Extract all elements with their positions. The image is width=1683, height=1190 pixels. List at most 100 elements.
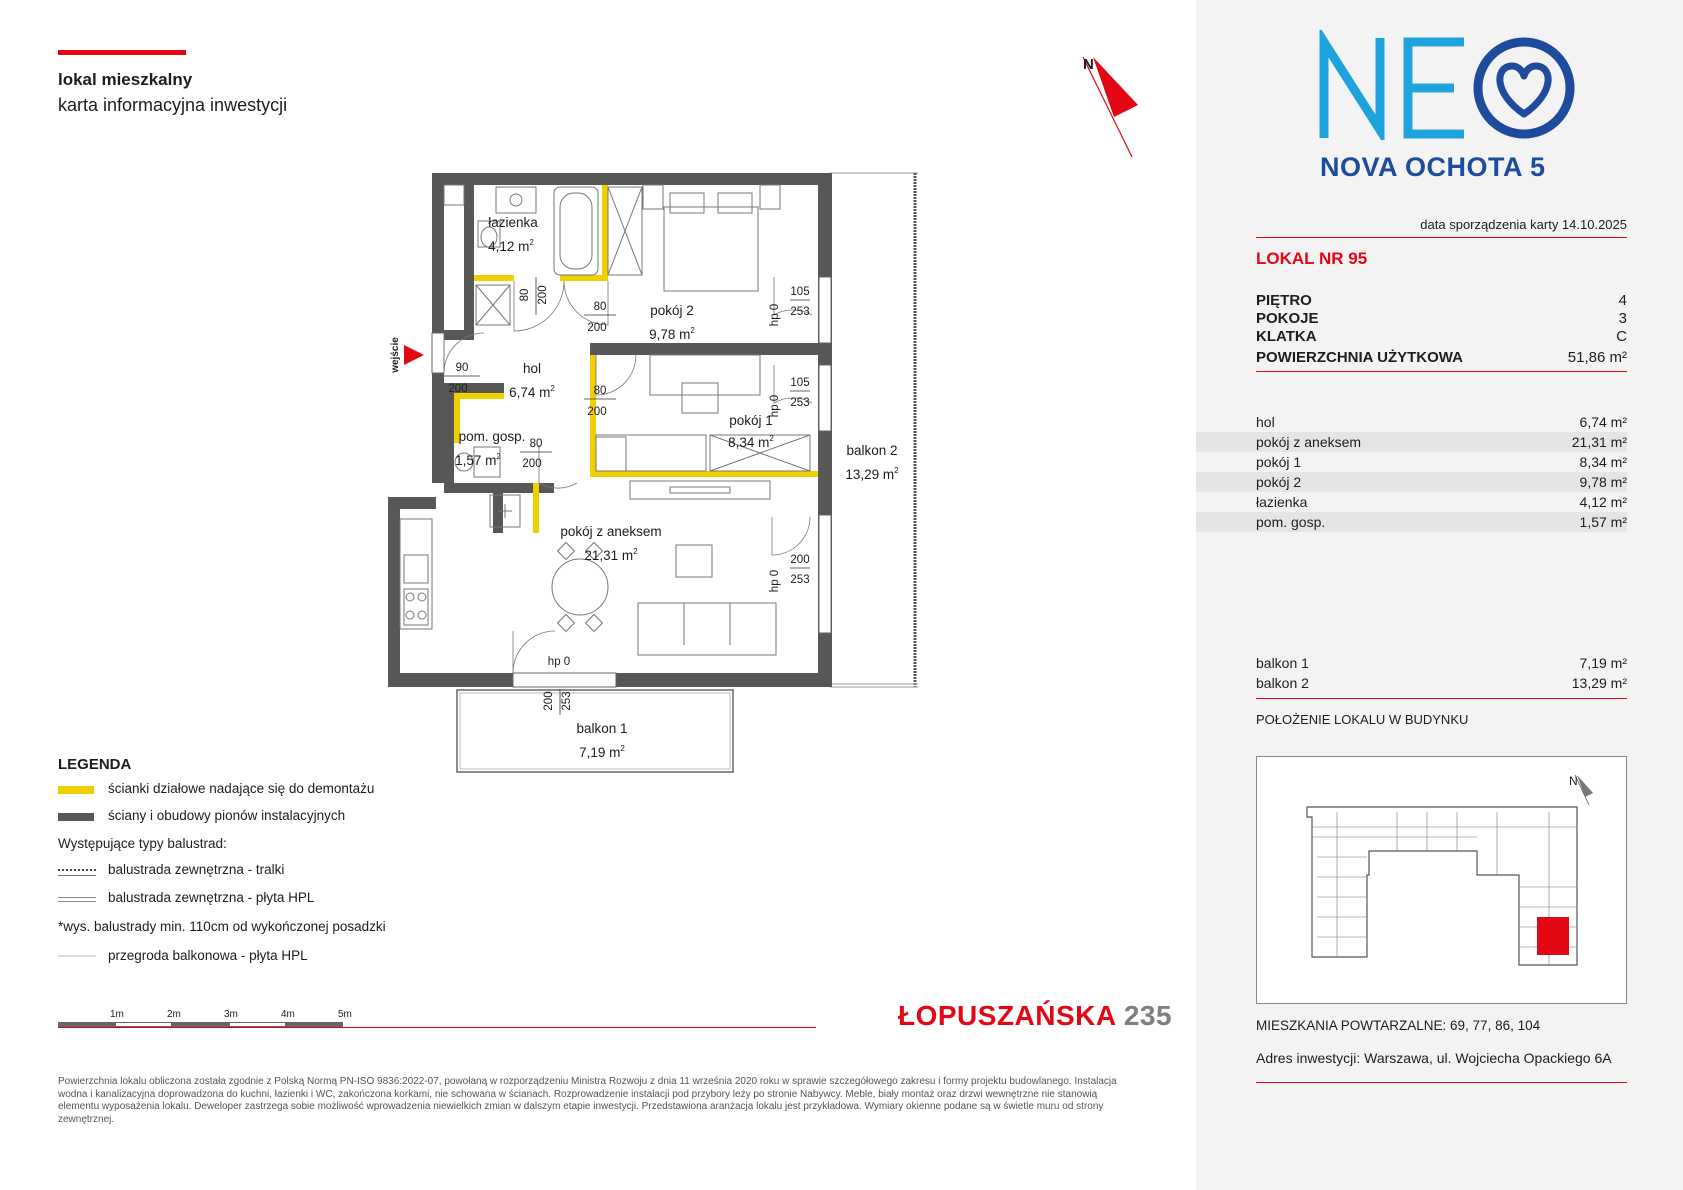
- window-2-height: 253: [790, 397, 809, 409]
- compass-label: N: [1083, 56, 1094, 73]
- street-name: ŁOPUSZAŃSKA: [898, 1000, 1116, 1031]
- door-pokoj1-width: 80: [594, 385, 607, 397]
- window-1-hp: hp 0: [769, 304, 781, 326]
- header-accent-bar: [58, 50, 186, 55]
- label-pietro: PIĘTRO: [1256, 292, 1312, 309]
- right-panel: NOVA OCHOTA 5 data sporządzenia karty 14…: [1196, 0, 1683, 1190]
- repeat-apartments: MIESZKANIA POWTARZALNE: 69, 77, 86, 104: [1256, 1018, 1541, 1033]
- footnote: Powierzchnia lokalu obliczona została zg…: [58, 1076, 1117, 1125]
- location-map: N: [1256, 756, 1627, 1004]
- divider-1: [1256, 237, 1627, 238]
- value-klatka: C: [1616, 328, 1627, 345]
- room-name-lazienka: łazienka: [488, 215, 538, 230]
- door-lazienka-width: 80: [519, 289, 531, 302]
- scale-label-3m: 3m: [224, 1009, 238, 1020]
- room-name-balkon-2: balkon 2: [846, 443, 897, 458]
- room-name-pokoj-z-aneksem: pokój z aneksem: [560, 524, 661, 539]
- door-gosp-width: 80: [530, 438, 543, 450]
- window-3-height: 253: [790, 574, 809, 586]
- value-pietro: 4: [1618, 292, 1627, 309]
- value-pokoje: 3: [1618, 310, 1627, 327]
- label-klatka: KLATKA: [1256, 328, 1317, 345]
- door-hol-height: 200: [448, 383, 467, 395]
- scale-label-2m: 2m: [167, 1009, 181, 1020]
- legend-balustrady-heading: Występujące typy balustrad:: [58, 836, 227, 851]
- room-name-hol: hol: [523, 361, 541, 376]
- room-name-pokoj-2: pokój 2: [650, 303, 694, 318]
- label-pokoje: POKOJE: [1256, 310, 1319, 327]
- legend-item-demontaz: ścianki działowe nadające się do demonta…: [108, 781, 375, 796]
- balcony-1-outline: [456, 689, 734, 773]
- legend-swatch-przegroda: [58, 955, 96, 957]
- room-area-pokoj-z-aneksem: 21,31 m2: [584, 547, 638, 563]
- scale-label-5m: 5m: [338, 1009, 352, 1020]
- door-pokoj2-width: 80: [594, 301, 607, 313]
- room-area-pokoj-1: 8,34 m2: [728, 434, 774, 450]
- room-area-pokoj-2: 9,78 m2: [649, 326, 695, 342]
- location-title: POŁOŻENIE LOKALU W BUDYNKU: [1256, 712, 1469, 727]
- room-labels: łazienka 4,12 m2 pokój 2 9,78 m2 hol 6,7…: [455, 215, 899, 760]
- compass-icon: N: [1082, 56, 1138, 158]
- location-highlight: [1537, 917, 1569, 955]
- room-area-balkon-1: 7,19 m2: [579, 744, 625, 760]
- legend-swatch-yellow: [58, 786, 94, 794]
- legend-item-sciany: ściany i obudowy pionów instalacyjnych: [108, 808, 346, 823]
- lokal-number: LOKAL NR 95: [1256, 249, 1368, 268]
- scale-label-1m: 1m: [110, 1009, 124, 1020]
- neo-logo: [1319, 30, 1575, 140]
- legend-item-tralki: balustrada zewnętrzna - tralki: [108, 862, 285, 877]
- entrance-label: wejście: [390, 337, 401, 374]
- door-hol-width: 90: [456, 362, 469, 374]
- window-2-width: 105: [790, 377, 809, 389]
- divider-2: [1256, 371, 1627, 372]
- room-name-pokoj-1: pokój 1: [729, 413, 773, 428]
- street-number: 235: [1123, 1000, 1173, 1031]
- window-1-height: 253: [790, 306, 809, 318]
- legend-title: LEGENDA: [58, 756, 132, 773]
- divider-4: [1256, 1082, 1627, 1083]
- room-area-balkon-2: 13,29 m2: [845, 466, 899, 482]
- window-4-hp: hp 0: [548, 656, 570, 668]
- room-area-lazienka: 4,12 m2: [488, 238, 534, 254]
- page-subtitle: karta informacyjna inwestycji: [58, 95, 288, 115]
- entrance-marker: wejście: [390, 337, 424, 374]
- location-compass-icon: N: [1569, 774, 1593, 806]
- door-lazienka-height: 200: [537, 285, 549, 304]
- legend-note: *wys. balustrady min. 110cm od wykończon…: [58, 919, 386, 934]
- door-pokoj1-height: 200: [587, 406, 606, 418]
- legend-swatch-dark: [58, 813, 94, 821]
- legend-swatch-hpl: [58, 897, 96, 902]
- footer-line-left: [58, 1027, 816, 1028]
- window-1-width: 105: [790, 286, 809, 298]
- door-gosp-height: 200: [522, 458, 541, 470]
- street-logo: ŁOPUSZAŃSKA 235: [898, 1000, 1172, 1032]
- window-3-hp: hp 0: [769, 570, 781, 592]
- door-dimensions: 80 200 80 200 90 200 80 200 80 200: [444, 277, 616, 470]
- door-swings: [443, 277, 813, 674]
- walls-yellow: [454, 185, 818, 533]
- scale-bar: 1m 2m 3m 4m 5m: [58, 1008, 352, 1030]
- investment-address: Adres inwestycji: Warszawa, ul. Wojciech…: [1256, 1050, 1612, 1066]
- room-area-hol: 6,74 m2: [509, 384, 555, 400]
- scale-label-4m: 4m: [281, 1009, 295, 1020]
- room-name-pom-gosp: pom. gosp.: [459, 429, 526, 444]
- window-2-hp: hp 0: [769, 395, 781, 417]
- door-pokoj2-height: 200: [587, 322, 606, 334]
- left-panel: lokal mieszkalny karta informacyjna inwe…: [58, 50, 1172, 1125]
- legend-item-hpl: balustrada zewnętrzna - płyta HPL: [108, 890, 315, 905]
- legend-swatch-tralki: [58, 869, 96, 876]
- card-date: data sporządzenia karty 14.10.2025: [1420, 217, 1627, 232]
- value-powierzchnia: 51,86 m²: [1567, 349, 1627, 366]
- legend-item-przegroda: przegroda balkonowa - płyta HPL: [108, 948, 308, 963]
- page-title: lokal mieszkalny: [58, 70, 193, 89]
- window-4-width: 200: [543, 691, 555, 710]
- brand-name: NOVA OCHOTA 5: [1320, 152, 1546, 182]
- fixtures: [399, 184, 811, 656]
